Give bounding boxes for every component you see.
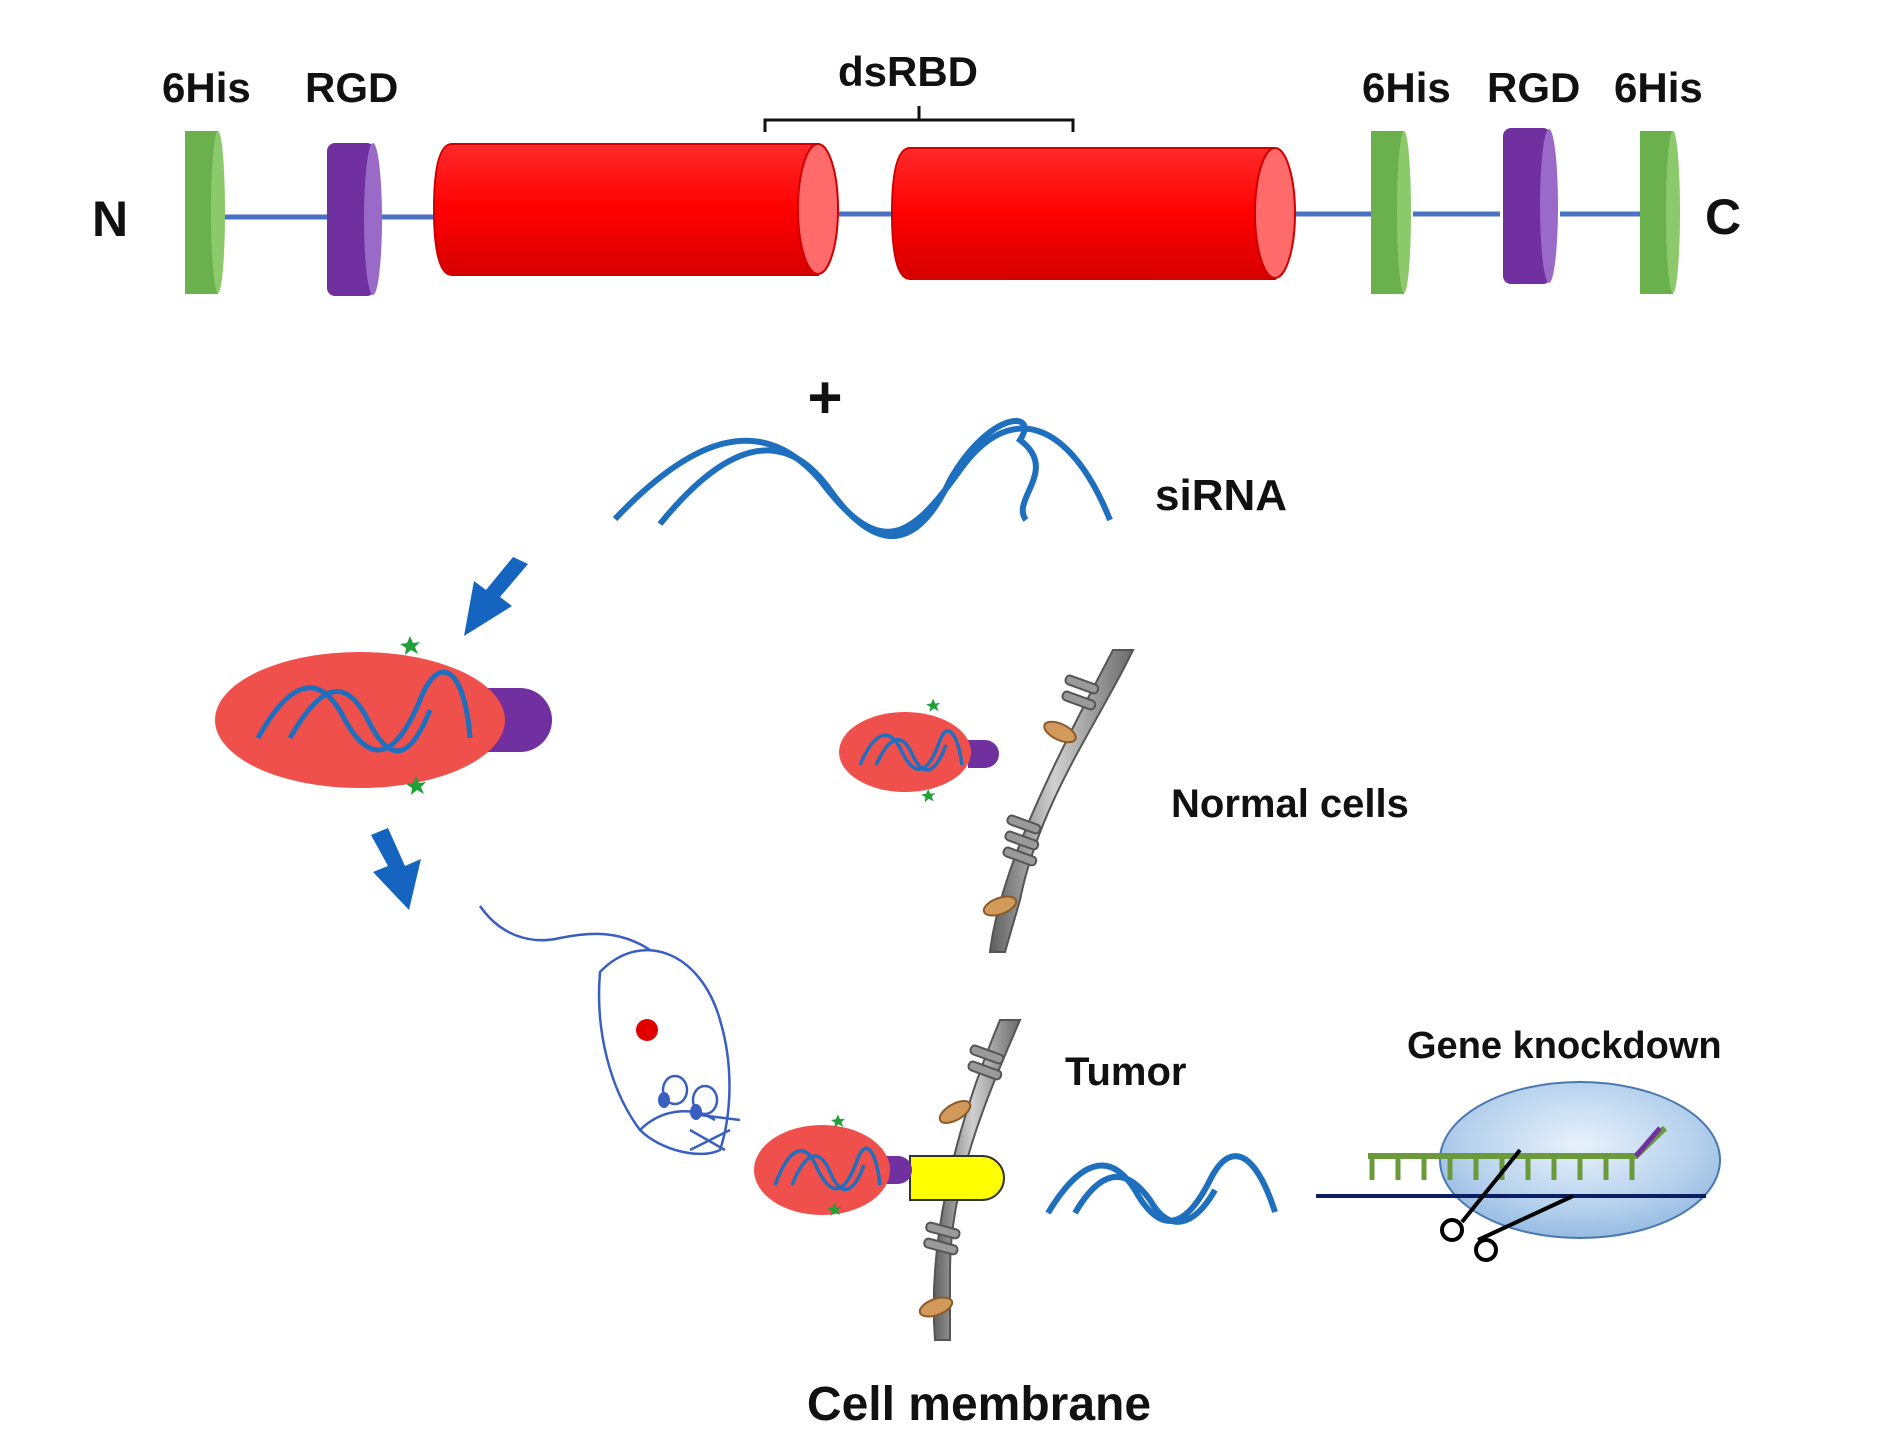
rgd-left-label: RGD [305,64,398,111]
protein-sirna-complex-tumor [754,1114,912,1216]
his-tag-right-1-disc [1371,131,1411,294]
arrow-down-right-icon [371,828,421,910]
rgd-right-label: RGD [1487,64,1580,111]
linker-lines [222,211,1642,220]
his-tag-left-disc [185,131,225,294]
cell-membrane-lower [909,1019,1022,1341]
his-tag-right-2-label: 6His [1614,64,1703,111]
mouse-eye-left [658,1092,670,1108]
rgd-left-disc [327,143,382,296]
cell-membrane-label: Cell membrane [807,1378,1151,1431]
his-tag-left-label: 6His [162,64,251,111]
dsrbd-label: dsRBD [838,48,978,95]
cell-membrane-upper [982,649,1135,953]
protein-sirna-complex-normal [839,698,999,803]
normal-cells-label: Normal cells [1171,782,1409,826]
mouse-eye-right [690,1104,702,1120]
gene-knockdown-cell [1316,1081,1721,1262]
dsrbd-cylinder-2 [890,147,1296,280]
c-terminus-label: C [1705,189,1741,245]
scissors-icon [1440,1148,1574,1262]
integrin-receptor [909,1155,1005,1201]
sirna-duplex-icon [612,417,1113,540]
protein-construct: N C 6His RGD dsRBD 6His RGD 6His [92,48,1741,296]
mouse-icon [478,905,741,1156]
tumor-label: Tumor [1065,1050,1186,1094]
rgd-right-disc [1503,128,1558,284]
sirna-label: siRNA [1155,471,1287,520]
released-sirna-icon [1045,1153,1278,1225]
protein-sirna-complex-large [215,636,552,795]
tumor-spot-icon [636,1019,658,1041]
n-terminus-label: N [92,191,128,247]
dsrbd-cylinder-1 [432,143,839,276]
his-tag-right-2-disc [1640,131,1680,294]
arrow-down-left-icon [464,557,528,636]
dsrbd-bracket [763,106,1075,132]
gene-knockdown-label: Gene knockdown [1407,1025,1722,1067]
plus-sign: + [807,364,842,431]
his-tag-right-1-label: 6His [1362,64,1451,111]
